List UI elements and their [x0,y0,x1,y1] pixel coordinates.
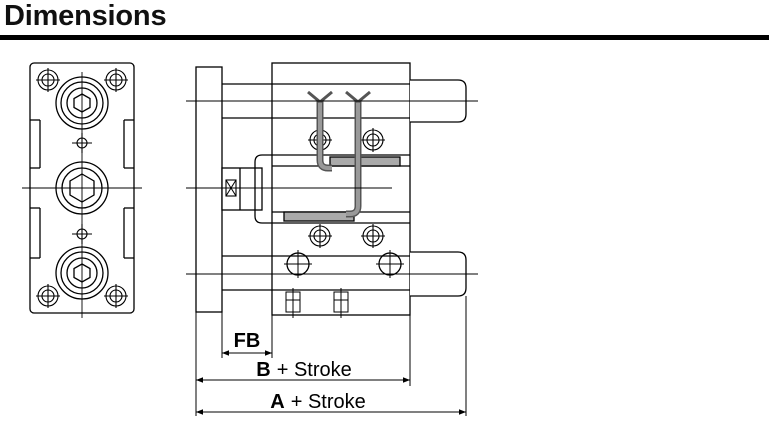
dimension-lines [195,296,467,416]
corner-hole-br [104,284,128,308]
port-1 [284,250,312,278]
corner-hole-tr [104,68,128,92]
dim-label-b: B+ Stroke [256,359,352,381]
title-underline [0,35,769,40]
switch-slot-lower [283,211,355,222]
corner-hole-tl [36,68,60,92]
end-plate [195,66,223,313]
page-title: Dimensions [4,0,167,32]
cylinder-tube [254,154,272,224]
front-view [22,62,142,318]
thread-mark-1 [285,288,301,318]
side-hole-4 [361,224,385,248]
port-2 [376,250,404,278]
main-body [271,62,411,316]
side-hole-2 [361,128,385,152]
thread-mark-2 [333,288,349,318]
switch-cable-2 [345,90,371,218]
dim-label-a: A+ Stroke [270,391,366,413]
switch-cable-1 [307,90,333,172]
side-view [186,62,478,318]
corner-hole-bl [36,284,60,308]
dim-label-fb: FB [234,330,261,352]
switch-slot-upper [329,156,401,167]
side-hole-3 [308,224,332,248]
